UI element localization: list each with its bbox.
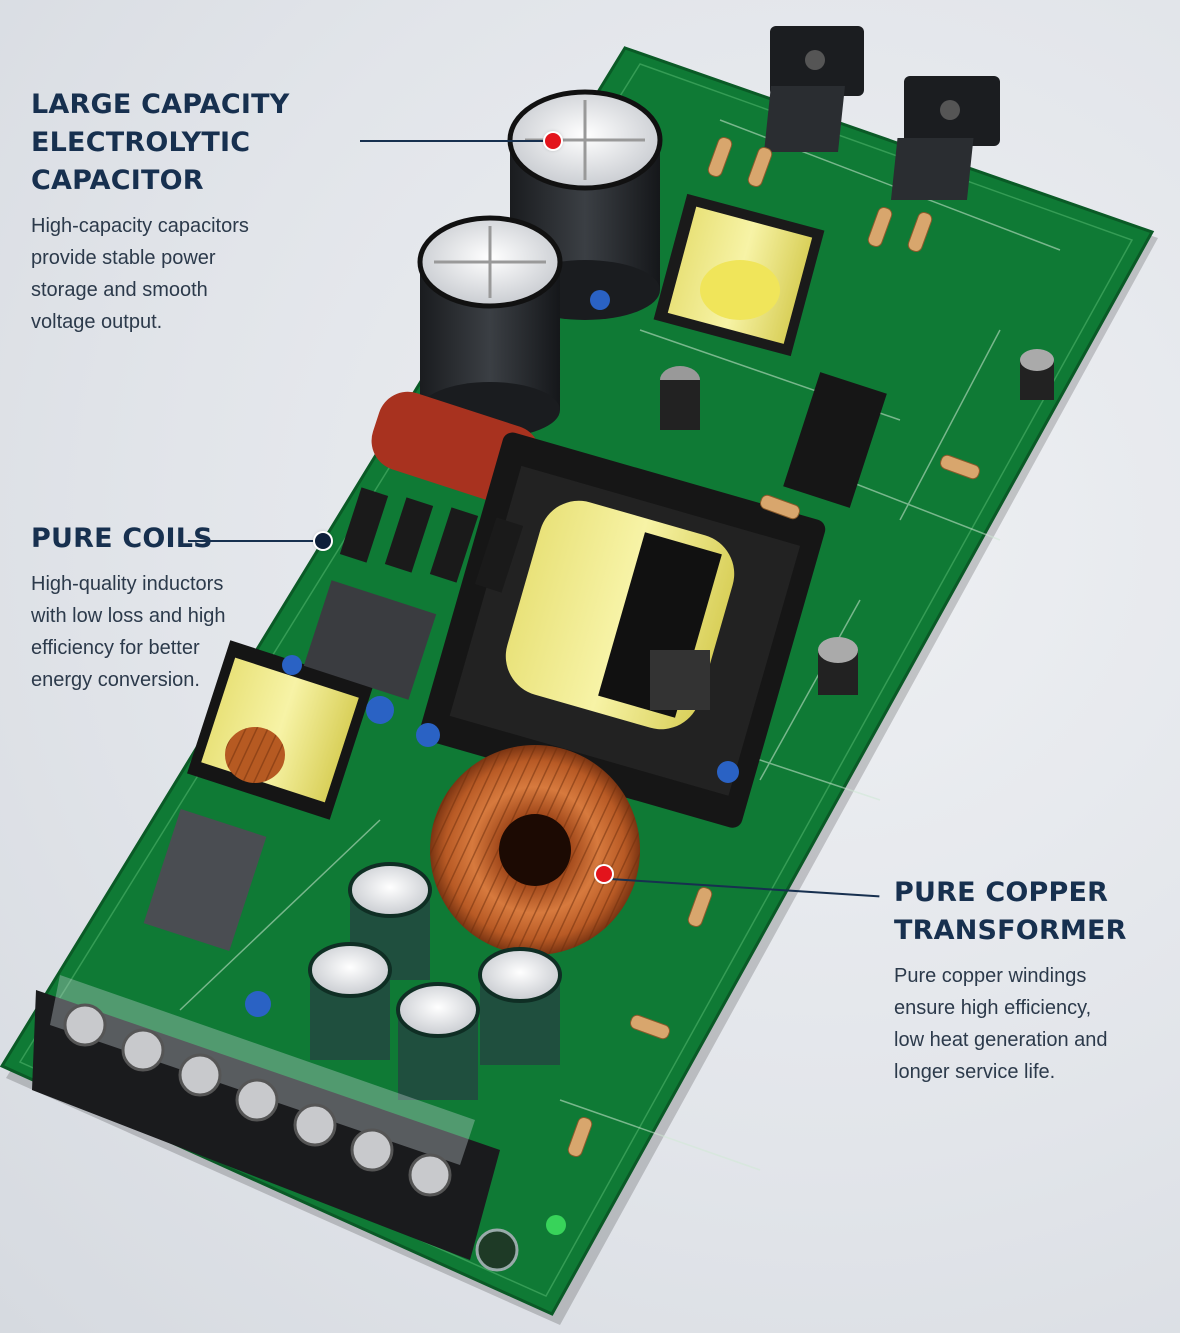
terminal-block: [32, 975, 500, 1260]
callout-body: High-capacity capacitors provide stable …: [31, 210, 351, 338]
body-line: energy conversion.: [31, 669, 200, 691]
mount-hole-bottom: [475, 1228, 519, 1272]
leader-line-coils: [188, 540, 316, 542]
leader-line-capacitor: [360, 140, 546, 142]
marker-dot-capacitor: [545, 133, 561, 149]
body-line: with low loss and high: [31, 605, 226, 627]
callout-title-line2: ELECTROLYTIC CAPACITOR: [31, 127, 251, 196]
callout-title-line1: PURE COPPER: [894, 877, 1109, 908]
small-capacitors: [308, 349, 1054, 1100]
body-line: efficiency for better: [31, 637, 200, 659]
body-line: Pure copper windings: [894, 965, 1087, 987]
body-line: High-capacity capacitors: [31, 215, 249, 237]
callout-body: Pure copper windings ensure high efficie…: [894, 960, 1164, 1088]
common-mode-choke: [187, 640, 373, 820]
body-line: provide stable power: [31, 247, 216, 269]
body-line: longer service life.: [894, 1061, 1056, 1083]
ic-chip: [783, 372, 887, 508]
callout-title: LARGE CAPACITY ELECTROLYTIC CAPACITOR: [31, 86, 351, 200]
callout-title-line2: TRANSFORMER: [894, 915, 1127, 946]
callout-pure-copper-transformer: PURE COPPER TRANSFORMER Pure copper wind…: [894, 874, 1164, 1088]
relay-box-upper: [303, 580, 437, 700]
rectifier-diodes: [339, 487, 524, 593]
body-line: High-quality inductors: [31, 573, 224, 595]
electrolytic-capacitor-second: [417, 215, 563, 438]
small-transformer: [653, 193, 825, 357]
ceramic-capacitors: [245, 290, 739, 1017]
callout-title: PURE COILS: [31, 520, 281, 558]
callout-pure-coils: PURE COILS High-quality inductors with l…: [31, 520, 281, 696]
body-line: storage and smooth: [31, 279, 208, 301]
body-line: low heat generation and: [894, 1029, 1108, 1051]
relay-box: [143, 809, 267, 951]
marker-dot-copper-transformer: [596, 866, 612, 882]
transistor-q2: [890, 76, 1000, 200]
callout-body: High-quality inductors with low loss and…: [31, 568, 281, 696]
transistor-q3: [764, 26, 864, 152]
body-line: ensure high efficiency,: [894, 997, 1092, 1019]
callout-title-line1: LARGE CAPACITY: [31, 89, 290, 120]
marker-dot-coils: [315, 533, 331, 549]
callout-title: PURE COPPER TRANSFORMER: [894, 874, 1164, 950]
led-indicator: [546, 1215, 566, 1235]
resistors: [567, 137, 980, 1157]
callout-electrolytic-capacitor: LARGE CAPACITY ELECTROLYTIC CAPACITOR Hi…: [31, 86, 351, 338]
copper-toroid-transformer: [430, 745, 640, 955]
callout-title-line1: PURE COILS: [31, 523, 213, 554]
body-line: voltage output.: [31, 311, 163, 333]
